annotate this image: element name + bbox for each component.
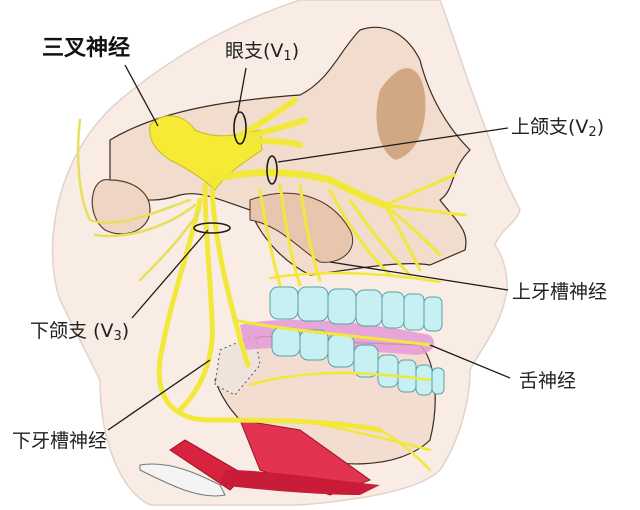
label-inferior-alveolar-nerve: 下牙槽神经	[12, 430, 108, 452]
ear	[91, 179, 151, 235]
lower-teeth	[271, 327, 445, 396]
trigeminal-ganglion	[149, 115, 263, 191]
label-maxillary-branch: 上颌支(V2)	[511, 116, 605, 140]
label-ophthalmic-branch: 眼支(V1)	[225, 40, 300, 64]
label-mandibular-branch: 下颌支 (V3)	[30, 320, 130, 344]
trigeminal-nerve	[76, 97, 467, 472]
orbit	[376, 68, 426, 160]
skull-bone	[109, 26, 471, 276]
upper-teeth	[269, 286, 443, 332]
label-lingual-nerve: 舌神经	[519, 370, 577, 392]
title-trigeminal-nerve: 三叉神经	[42, 36, 131, 61]
label-superior-alveolar-nerve: 上牙槽神经	[512, 281, 608, 303]
hyoid-bone	[139, 463, 226, 497]
muscle	[169, 419, 380, 496]
branch-markers	[193, 111, 278, 234]
leader-lines	[107, 64, 511, 431]
